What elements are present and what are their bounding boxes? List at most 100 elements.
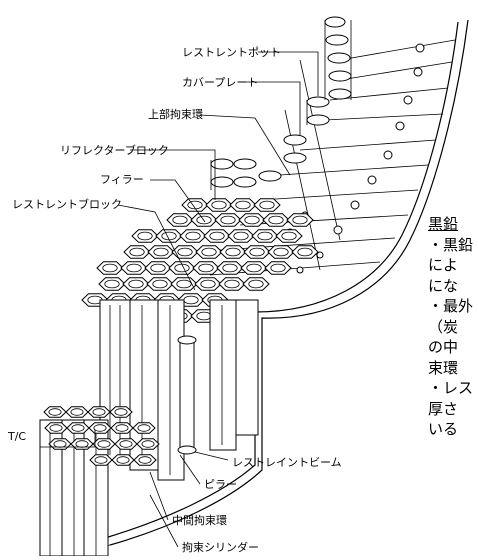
coolant-hole [153,247,169,257]
coolant-hole [93,424,107,432]
coolant-hole [119,440,133,448]
coolant-hole [141,440,155,448]
side-line: ・最外 [428,297,474,315]
coolant-hole [176,279,192,289]
graphite-block [111,454,135,466]
graphite-block [96,261,124,275]
lower-block-columns [39,299,259,557]
restraint-pots [210,16,352,190]
graphite-block [181,198,209,212]
leader-lines [40,51,319,548]
graphite-block [98,277,126,291]
coolant-hole [220,215,236,225]
coolant-hole [259,200,275,210]
graphite-block [146,277,174,291]
coolant-hole [268,215,284,225]
label-restraint-block: レストレントブロック [12,197,122,211]
coolant-hole [49,424,63,432]
coolant-hole [126,263,142,273]
graphite-block [275,229,303,243]
coolant-hole [150,263,166,273]
label-pillar: ピラー [204,478,237,491]
graphite-block [227,229,255,243]
side-line: ・黒鉛 [428,235,474,254]
coolant-hole [225,247,241,257]
label-upper-restraint-ring: 上部拘束環 [148,107,203,121]
side-line: によ [428,256,459,274]
graphite-block [195,245,223,259]
coolant-hole [297,247,313,257]
graphite-block [92,438,116,450]
coolant-hole [152,279,168,289]
label-filler: フィラー [100,173,144,186]
graphite-block [216,261,244,275]
label-middle-restraint-ring: 中間拘束環 [172,513,227,527]
coolant-hole [116,456,130,464]
diagram-labels: レストレントポット カバープレート 上部拘束環 リフレクターブロック フィラー … [7,46,342,554]
graphite-block [166,213,194,227]
coolant-hole [273,247,289,257]
coolant-hole [114,408,128,416]
graphite-block [120,261,148,275]
coolant-hole [129,247,145,257]
graphite-block [286,213,314,227]
graphite-block [168,261,196,275]
graphite-block [131,229,159,243]
side-line: （炭 [428,317,459,336]
graphite-block [171,245,199,259]
graphite-block [243,245,271,259]
graphite-block [251,229,279,243]
side-description: 黒鉛 ・黒鉛 によ にな ・最外 （炭 の中 束環 ・レス 厚さ いる [428,214,478,440]
graphite-block [253,198,281,212]
coolant-hole [211,200,227,210]
graphite-block [267,245,295,259]
coolant-hole [102,263,118,273]
graphite-block [264,261,292,275]
label-tc: T/C [7,430,26,443]
coolant-hole [177,247,193,257]
coolant-hole [201,247,217,257]
coolant-hole [172,215,188,225]
graphite-block [170,277,198,291]
side-line: いる [428,420,459,438]
coolant-hole [248,279,264,289]
label-reflector-block: リフレクターブロック [60,143,169,157]
label-restraint-cylinder: 拘束シリンダー [182,540,259,554]
coolant-hole [257,231,273,241]
coolant-hole [137,424,151,432]
graphite-block [144,261,172,275]
coolant-hole [115,424,129,432]
graphite-block [122,277,150,291]
coolant-hole [270,263,286,273]
tc-level-blocks [43,406,160,466]
graphite-block [240,261,268,275]
graphite-block [205,198,233,212]
coolant-hole [187,200,203,210]
coolant-hole [196,215,212,225]
graphite-block [109,406,133,418]
graphite-block [262,213,290,227]
graphite-block [203,229,231,243]
label-restraint-beam: レストレイントビーム [232,456,342,469]
graphite-block [123,245,151,259]
coolant-hole [244,215,260,225]
graphite-block [110,422,134,434]
graphite-block [133,454,157,466]
graphite-block [89,454,113,466]
coolant-hole [71,424,85,432]
coolant-hole [200,279,216,289]
coolant-hole [138,456,152,464]
coolant-hole [292,215,308,225]
graphite-block [229,198,257,212]
restraint-beam-pillar [177,335,197,455]
graphite-block [242,277,270,291]
coolant-hole [104,279,120,289]
side-title: 黒鉛 [428,215,459,233]
graphite-block [219,245,247,259]
coolant-hole [281,231,297,241]
graphite-block [114,438,138,450]
graphite-block [132,422,156,434]
coolant-hole [92,408,106,416]
